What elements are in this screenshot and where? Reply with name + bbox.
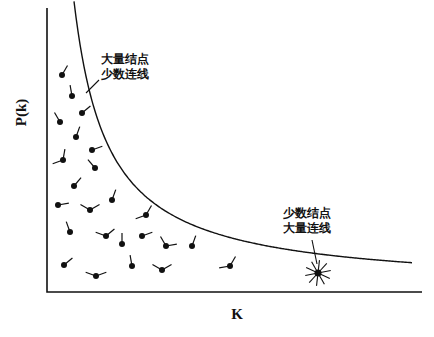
network-node	[119, 241, 125, 247]
hub-node	[315, 270, 322, 277]
network-node	[159, 267, 165, 273]
network-node	[163, 243, 169, 249]
annotation-label: 少数结点 大量连线	[283, 206, 336, 236]
network-node	[69, 93, 75, 99]
network-node	[103, 233, 109, 239]
leader-line	[86, 80, 99, 93]
network-node	[93, 273, 99, 279]
leader-line	[312, 240, 317, 264]
network-node	[73, 134, 79, 140]
network-node	[227, 263, 233, 269]
axes	[47, 8, 422, 292]
network-node	[143, 212, 149, 218]
network-node	[60, 157, 66, 163]
network-node	[87, 207, 93, 213]
node-scatter	[53, 65, 236, 279]
network-node	[79, 110, 85, 116]
network-node	[189, 243, 195, 249]
network-node	[61, 262, 67, 268]
network-node	[67, 229, 73, 235]
network-node	[55, 202, 61, 208]
network-node	[92, 165, 98, 171]
network-node	[129, 263, 135, 269]
network-node	[89, 147, 95, 153]
axis-label: K	[231, 306, 243, 323]
network-node	[59, 72, 65, 78]
annotation-label: 大量结点 少数连线	[101, 52, 154, 82]
network-node	[139, 233, 145, 239]
distribution-curve	[74, 1, 412, 262]
network-node	[57, 119, 63, 125]
network-node	[109, 197, 115, 203]
axis-label: P(k)	[14, 98, 31, 126]
network-node	[71, 183, 77, 189]
